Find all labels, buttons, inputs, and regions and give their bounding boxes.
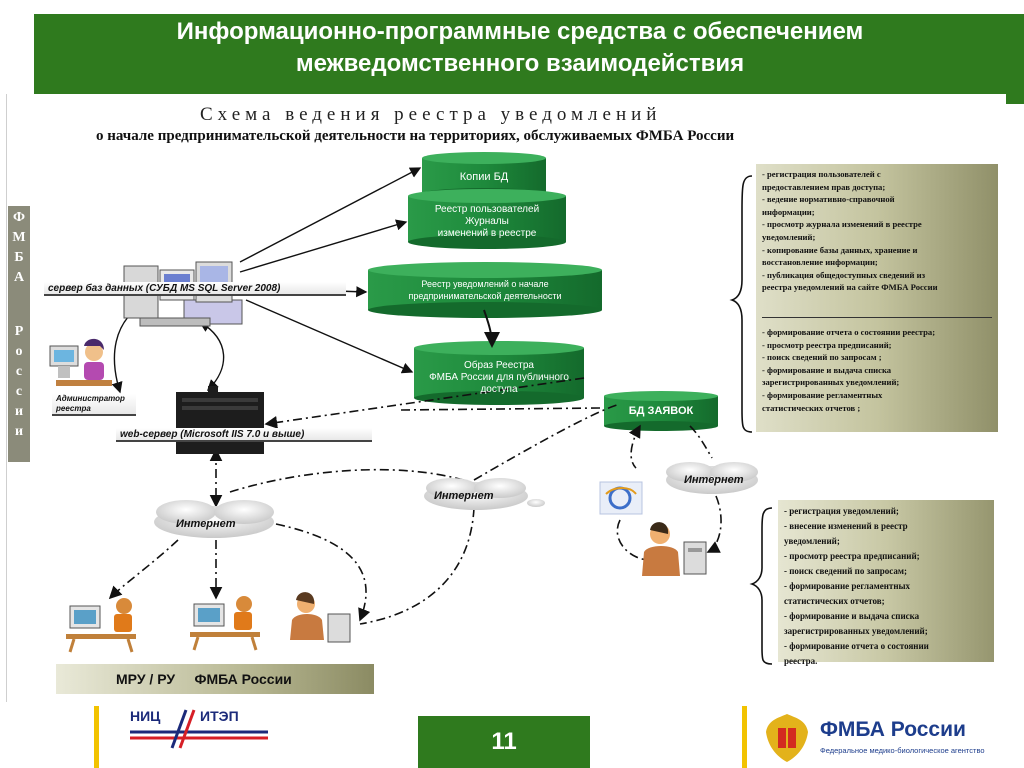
administrator-person-icon [49,338,112,386]
internet-right-label: Интернет [684,474,744,486]
cylinder-public-image [414,341,584,405]
panel-item: - формирование отчета о состоянии реестр… [762,326,936,337]
footer-divider-left [94,706,99,768]
panel-item: - формирование отчета о состоянии [784,641,929,651]
schema-title: Схема ведения реестра уведомлений [200,104,662,125]
slide-title-line-1: Информационно-программные средства с обе… [176,18,864,45]
panel-item: - просмотр журнала изменений в реестре [762,219,922,230]
admin-label-line: реестра [56,404,91,413]
panel-item: - ведение нормативно-справочной [762,194,895,205]
panel-item: - просмотр реестра предписаний; [784,551,920,561]
web-server-label: web-сервер (Microsoft IIS 7.0 и выше) [116,428,372,442]
applicant-person-icon [642,522,707,576]
vertical-letter: Р [14,324,24,339]
public-image-line: ФМБА России для публичного [429,372,569,383]
internet-middle-label: Интернет [434,490,494,502]
title-banner-tail [1006,14,1024,104]
mru-ru-text: МРУ / РУ ФМБА России [116,671,292,687]
footer-divider-right [742,706,747,768]
internet-cloud-right [666,462,758,494]
user-registry-line: Реестр пользователей [434,204,540,215]
cylinder-requests-db [604,391,718,431]
panel-item: - формирование и выдача списка [784,611,920,621]
brace-bottom [749,507,773,665]
panel-item: - регистрация уведомлений; [784,506,899,516]
panel-item: - поиск сведений по запросам ; [762,352,882,363]
panel-item: реестра. [784,656,818,666]
brace-top [729,175,753,433]
panel-item: - копирование базы данных, хранение и [762,244,918,255]
panel-item: зарегистрированных уведомлений; [762,377,900,388]
fmba-vertical-label: Ф М Б А Р о с с и и [8,206,30,462]
vertical-letter: и [14,424,24,439]
fmba-logo-title: ФМБА России [820,718,966,741]
vertical-letter: А [13,270,25,285]
itep-text: ИТЭП [200,708,239,724]
panel-item: предоставлением прав доступа; [762,181,886,192]
copies-db-label: Копии БД [459,171,509,183]
panel-divider [762,294,992,318]
nits-text: НИЦ [130,708,161,724]
vertical-letter: М [12,230,26,245]
vertical-letter: с [15,364,23,379]
vertical-letter: с [15,384,23,399]
vertical-letter: Б [14,250,24,265]
panel-item: - поиск сведений по запросам; [784,566,907,576]
web-server-icon [176,386,264,454]
operator-workstation-icon [66,598,136,653]
panel-item: - регистрация пользователей с [762,169,881,179]
panel-item: - просмотр реестра предписаний; [762,339,892,350]
fmba-emblem-icon [766,714,808,762]
panel-item: статистических отчетов ; [762,402,861,413]
vertical-letter: о [15,344,23,359]
vertical-letter: Ф [12,210,26,225]
user-registry-line: Журналы [465,216,509,227]
panel-item: - формирование регламентных [762,389,883,400]
applicant-functions-panel: - регистрация уведомлений; - внесение из… [778,500,994,666]
panel-item: - публикация общедоступных сведений из [762,269,926,280]
panel-item: информации; [762,206,815,217]
panel-item: восстановление информации; [762,257,878,268]
user-registry-label: Реестр пользователей Журналы изменений в… [410,204,564,240]
cylinder-user-registry [408,189,566,249]
operator-person-icon [290,592,351,643]
user-registry-line: изменений в реестре [437,228,537,239]
panel-item: - формирование и выдача списка [762,364,892,375]
panel-item: - внесение изменений в реестр [784,521,908,531]
internet-cloud-middle [424,478,545,510]
db-server-label: сервер баз данных (СУБД MS SQL Server 20… [44,282,346,296]
public-image-label: Образ Реестра ФМБА России для публичного… [416,360,582,396]
page-number: 11 [418,716,590,768]
notice-registry-line: Реестр уведомлений о начале [421,279,549,289]
solid-connectors [111,167,500,394]
admin-functions-panel: - регистрация пользователей с предоставл… [756,164,998,432]
internet-cloud-main [154,500,274,538]
requests-db-label: БД ЗАЯВОК [628,405,694,417]
public-image-line: Образ Реестра [464,360,534,371]
schema-subtitle: о начале предпринимательской деятельност… [96,128,735,144]
panel-item: зарегистрированных уведомлений; [784,626,928,636]
browser-logo-icon [599,481,643,515]
mru-ru-label: МРУ / РУ ФМБА России [56,664,374,694]
slide-title-line-2: межведомственного взаимодействия [295,50,745,77]
public-image-line: доступа [480,384,518,395]
notice-registry-line: предпринимательской деятельности [408,291,562,301]
fmba-logo-subtitle: Федеральное медико-биологическое агентст… [820,746,985,755]
dashed-connectors [108,377,722,625]
vertical-letter: и [14,404,24,419]
nits-itep-logo [130,709,268,749]
panel-item: уведомлений; [762,231,816,242]
admin-label-line: Администратор [56,394,125,403]
panel-item: уведомлений; [784,536,840,546]
admin-label: Администратор реестра [52,394,136,416]
notice-registry-label: Реестр уведомлений о начале предпринимат… [370,278,600,302]
internet-main-label: Интернет [176,518,236,530]
panel-item: статистических отчетов; [784,596,885,606]
operator-workstation-icon [190,596,260,651]
panel-item: - формирование регламентных [784,581,911,591]
slide-title: Информационно-программные средства с обе… [34,16,1006,80]
title-banner [34,14,1006,94]
panel-item: реестра уведомлений на сайте ФМБА России [762,282,938,293]
